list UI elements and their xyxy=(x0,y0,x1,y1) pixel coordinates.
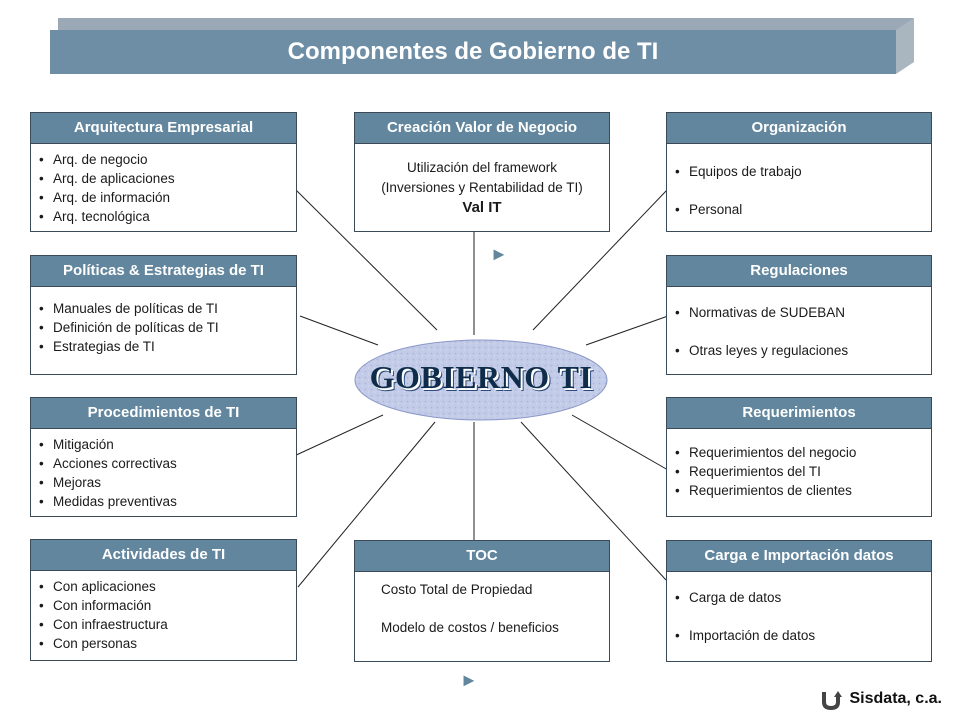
organizacion-header: Organización xyxy=(667,113,931,144)
creacion-line-1: Utilización del framework xyxy=(406,160,558,175)
requerimientos-item: Requerimientos del negocio xyxy=(675,443,923,462)
organizacion-box: Organización Equipos de trabajoPersonal xyxy=(666,112,932,232)
hub-ellipse xyxy=(354,339,608,421)
politicas-item: Estrategias de TI xyxy=(39,337,288,356)
procedimientos-list: MitigaciónAcciones correctivasMejorasMed… xyxy=(39,435,288,511)
regulaciones-header: Regulaciones xyxy=(667,256,931,287)
page-title: Componentes de Gobierno de TI xyxy=(287,38,659,65)
actividades-item: Con información xyxy=(39,596,288,615)
procedimientos-item: Mejoras xyxy=(39,473,288,492)
regulaciones-body: Normativas de SUDEBAN Otras leyes y regul… xyxy=(667,287,931,366)
carga-list: Carga de datosImportación de datos xyxy=(675,588,923,645)
regulaciones-list: Normativas de SUDEBAN Otras leyes y regul… xyxy=(675,303,923,360)
toc-body: Costo Total de Propiedad Modelo de costo… xyxy=(355,572,609,643)
requerimientos-item: Requerimientos del TI xyxy=(675,462,923,481)
politicas-list: Manuales de políticas de TIDefinición de… xyxy=(39,299,288,356)
creacion-line-3: Val IT xyxy=(462,199,502,216)
arquitectura-item: Arq. de aplicaciones xyxy=(39,169,288,188)
arquitectura-item: Arq. tecnológica xyxy=(39,207,288,226)
regulaciones-item: Normativas de SUDEBAN xyxy=(675,303,923,322)
procedimientos-item: Acciones correctivas xyxy=(39,454,288,473)
arrow-right-icon: ► xyxy=(490,244,508,264)
procedimientos-item: Mitigación xyxy=(39,435,288,454)
toc-header: TOC xyxy=(355,541,609,572)
actividades-item: Con aplicaciones xyxy=(39,577,288,596)
actividades-box: Actividades de TI Con aplicacionesCon in… xyxy=(30,539,297,661)
carga-header: Carga e Importación datos xyxy=(667,541,931,572)
carga-item: Carga de datos xyxy=(675,588,923,607)
footer: Sisdata, c.a. xyxy=(820,688,943,710)
title-banner xyxy=(50,18,914,74)
politicas-body: Manuales de políticas de TIDefinición de… xyxy=(31,287,296,362)
organizacion-item: Equipos de trabajo xyxy=(675,162,923,181)
arquitectura-header: Arquitectura Empresarial xyxy=(31,113,296,144)
carga-body: Carga de datosImportación de datos xyxy=(667,572,931,651)
regulaciones-item: Otras leyes y regulaciones xyxy=(675,341,923,360)
arquitectura-item: Arq. de negocio xyxy=(39,150,288,169)
procedimientos-body: MitigaciónAcciones correctivasMejorasMed… xyxy=(31,429,296,517)
toc-line-1: Costo Total de Propiedad xyxy=(381,582,533,597)
regulaciones-box: Regulaciones Normativas de SUDEBAN Otras … xyxy=(666,255,932,375)
arquitectura-item: Arq. de información xyxy=(39,188,288,207)
creacion-line-2: (Inversiones y Rentabilidad de TI) xyxy=(381,180,583,195)
toc-line-2: Modelo de costos / beneficios xyxy=(381,620,559,635)
actividades-header: Actividades de TI xyxy=(31,540,296,571)
politicas-item: Definición de políticas de TI xyxy=(39,318,288,337)
actividades-body: Con aplicacionesCon informaciónCon infra… xyxy=(31,571,296,659)
arquitectura-box: Arquitectura Empresarial Arq. de negocio… xyxy=(30,112,297,232)
hub-label: GOBIERNO TI xyxy=(352,344,610,410)
toc-box: TOC Costo Total de Propiedad Modelo de c… xyxy=(354,540,610,662)
company-logo-icon xyxy=(821,691,842,710)
actividades-item: Con personas xyxy=(39,634,288,653)
arquitectura-list: Arq. de negocioArq. de aplicacionesArq. … xyxy=(39,150,288,226)
procedimientos-box: Procedimientos de TI MitigaciónAcciones … xyxy=(30,397,297,517)
organizacion-item: Personal xyxy=(675,200,923,219)
creacion-header: Creación Valor de Negocio xyxy=(355,113,609,144)
procedimientos-header: Procedimientos de TI xyxy=(31,398,296,429)
organizacion-body: Equipos de trabajoPersonal xyxy=(667,144,931,225)
politicas-box: Políticas & Estrategias de TI Manuales d… xyxy=(30,255,297,375)
requerimientos-header: Requerimientos xyxy=(667,398,931,429)
creacion-box: Creación Valor de Negocio Utilización de… xyxy=(354,112,610,232)
carga-item: Importación de datos xyxy=(675,626,923,645)
arrow-right-icon: ► xyxy=(460,670,478,690)
company-name: Sisdata, c.a. xyxy=(849,690,943,707)
creacion-body: Utilización del framework (Inversiones y… xyxy=(355,144,609,224)
arquitectura-body: Arq. de negocioArq. de aplicacionesArq. … xyxy=(31,144,296,232)
hub-label-text: GOBIERNO TI xyxy=(369,358,593,395)
actividades-item: Con infraestructura xyxy=(39,615,288,634)
requerimientos-body: Requerimientos del negocioRequerimientos… xyxy=(667,429,931,506)
requerimientos-item: Requerimientos de clientes xyxy=(675,481,923,500)
procedimientos-item: Medidas preventivas xyxy=(39,492,288,511)
carga-box: Carga e Importación datos Carga de datos… xyxy=(666,540,932,662)
politicas-header: Políticas & Estrategias de TI xyxy=(31,256,296,287)
politicas-item: Manuales de políticas de TI xyxy=(39,299,288,318)
organizacion-list: Equipos de trabajoPersonal xyxy=(675,162,923,219)
requerimientos-box: Requerimientos Requerimientos del negoci… xyxy=(666,397,932,517)
actividades-list: Con aplicacionesCon informaciónCon infra… xyxy=(39,577,288,653)
requerimientos-list: Requerimientos del negocioRequerimientos… xyxy=(675,443,923,500)
